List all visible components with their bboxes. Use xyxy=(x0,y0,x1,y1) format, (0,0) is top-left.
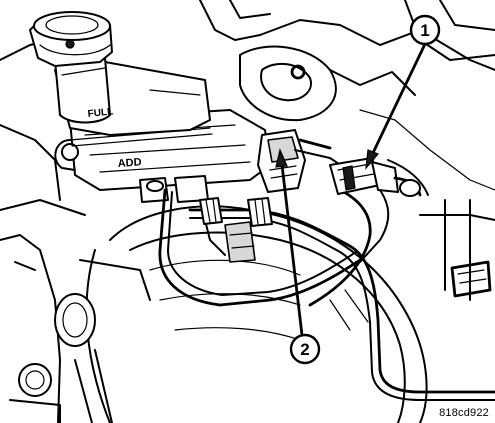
reservoir-add-mark: ADD xyxy=(117,156,142,170)
fitting-nut-1 xyxy=(199,197,223,225)
arrowhead-2-icon xyxy=(275,148,288,168)
arrowhead-1-icon xyxy=(365,149,380,170)
strut-tower-background xyxy=(0,0,495,301)
gauge-fitting xyxy=(18,363,52,397)
callout-2: 2 xyxy=(289,333,321,365)
oval-port xyxy=(54,293,96,347)
callout-1-number: 1 xyxy=(420,21,429,40)
leader-line-2 xyxy=(280,163,304,337)
cap-vent-icon xyxy=(65,39,75,49)
fluid-level-switch xyxy=(257,129,346,193)
hose-clamp xyxy=(450,260,492,298)
brake-booster xyxy=(85,205,428,423)
mounting-nut-icon xyxy=(61,143,79,161)
fitting-nut-2 xyxy=(247,197,273,227)
lower-left-components xyxy=(0,234,151,423)
fluid-reservoir xyxy=(29,11,213,147)
wiring-harness-connector xyxy=(329,157,422,263)
callout-2-number: 2 xyxy=(300,340,309,359)
mounting-bolt-icon xyxy=(290,64,306,80)
line-fittings xyxy=(146,180,273,263)
reservoir-full-mark: FULL xyxy=(87,106,114,120)
leader-lines xyxy=(275,42,427,337)
figure-id: 818cd922 xyxy=(439,407,489,419)
callout-1: 1 xyxy=(409,14,441,46)
leader-line-1 xyxy=(370,42,427,157)
